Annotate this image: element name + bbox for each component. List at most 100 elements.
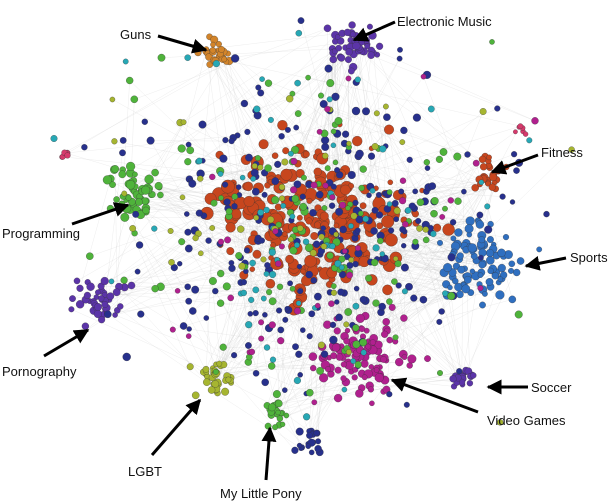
network-node xyxy=(478,155,487,164)
network-node xyxy=(348,21,356,29)
network-node xyxy=(261,191,268,198)
network-node xyxy=(318,341,325,349)
network-node xyxy=(231,193,238,200)
network-node xyxy=(416,225,423,232)
network-node xyxy=(392,334,399,341)
network-node xyxy=(513,268,521,277)
network-node xyxy=(339,225,347,234)
network-node xyxy=(350,212,358,220)
network-node xyxy=(371,206,379,214)
network-node xyxy=(488,183,496,191)
network-node xyxy=(447,284,453,291)
network-edge xyxy=(76,244,140,282)
network-edge xyxy=(302,271,390,341)
network-node xyxy=(292,343,299,351)
network-edge xyxy=(415,241,473,375)
network-node xyxy=(314,302,321,309)
network-node xyxy=(186,326,192,332)
network-node xyxy=(355,313,365,323)
network-node xyxy=(442,290,449,297)
network-edge xyxy=(402,159,440,181)
network-node xyxy=(334,34,341,40)
network-node xyxy=(308,310,316,318)
network-node xyxy=(289,213,296,220)
network-edge xyxy=(382,263,399,307)
network-node xyxy=(334,167,341,174)
network-edge xyxy=(344,250,463,378)
network-node xyxy=(388,227,395,234)
network-node xyxy=(349,31,356,38)
network-node xyxy=(296,442,303,449)
network-node xyxy=(101,301,109,308)
network-node xyxy=(352,41,361,50)
network-node xyxy=(282,387,288,393)
network-node xyxy=(228,264,236,272)
network-node xyxy=(370,227,378,235)
annotation-layer: Guns Electronic Music Fitness Programmin… xyxy=(2,14,608,501)
network-edge xyxy=(114,141,304,178)
network-node xyxy=(342,130,350,138)
network-node xyxy=(275,260,282,267)
network-node xyxy=(366,23,373,30)
network-node xyxy=(129,225,137,232)
network-node xyxy=(293,242,300,249)
network-node xyxy=(198,120,207,129)
network-node xyxy=(396,55,403,62)
network-node xyxy=(295,29,303,37)
network-node xyxy=(386,201,393,207)
network-edge xyxy=(233,34,336,138)
network-node xyxy=(386,189,393,196)
network-node xyxy=(399,197,407,205)
network-node xyxy=(296,214,303,221)
network-edge xyxy=(148,59,225,180)
network-node xyxy=(295,350,303,358)
network-node xyxy=(456,290,464,299)
network-node xyxy=(86,282,95,291)
network-node xyxy=(106,292,115,300)
network-node xyxy=(508,295,517,304)
network-node xyxy=(282,316,289,323)
network-node xyxy=(179,322,188,330)
network-node xyxy=(517,123,524,130)
network-node xyxy=(359,295,368,304)
network-node xyxy=(202,365,210,373)
network-node xyxy=(358,39,365,46)
network-node xyxy=(251,163,258,169)
network-node xyxy=(309,209,317,217)
network-edge xyxy=(199,160,221,366)
network-node xyxy=(282,147,290,155)
network-node xyxy=(75,300,85,309)
network-edge xyxy=(211,389,302,449)
network-edge xyxy=(249,213,252,300)
network-node xyxy=(50,135,58,142)
network-node xyxy=(151,285,159,293)
network-node xyxy=(294,110,302,117)
network-edge xyxy=(323,356,370,386)
network-node xyxy=(218,195,224,201)
network-node xyxy=(372,244,380,252)
network-node xyxy=(265,278,276,289)
network-node xyxy=(478,179,485,186)
network-node xyxy=(244,128,251,135)
label-electronic-music: Electronic Music xyxy=(397,14,492,29)
network-node xyxy=(300,327,306,333)
network-edge xyxy=(103,152,123,315)
network-node xyxy=(344,308,353,316)
network-node xyxy=(225,208,233,215)
network-node xyxy=(464,224,474,234)
network-node xyxy=(271,195,280,205)
network-node xyxy=(276,283,284,290)
network-node xyxy=(217,269,225,278)
network-node xyxy=(430,230,437,238)
network-edge xyxy=(364,189,463,379)
network-node xyxy=(310,232,319,240)
network-node xyxy=(191,285,200,294)
network-edge xyxy=(64,58,236,153)
network-node xyxy=(174,288,181,294)
network-edge xyxy=(158,185,221,246)
network-node xyxy=(338,271,347,279)
network-node xyxy=(437,239,443,246)
network-node xyxy=(350,358,357,364)
network-node xyxy=(177,261,183,267)
network-node xyxy=(352,199,359,206)
